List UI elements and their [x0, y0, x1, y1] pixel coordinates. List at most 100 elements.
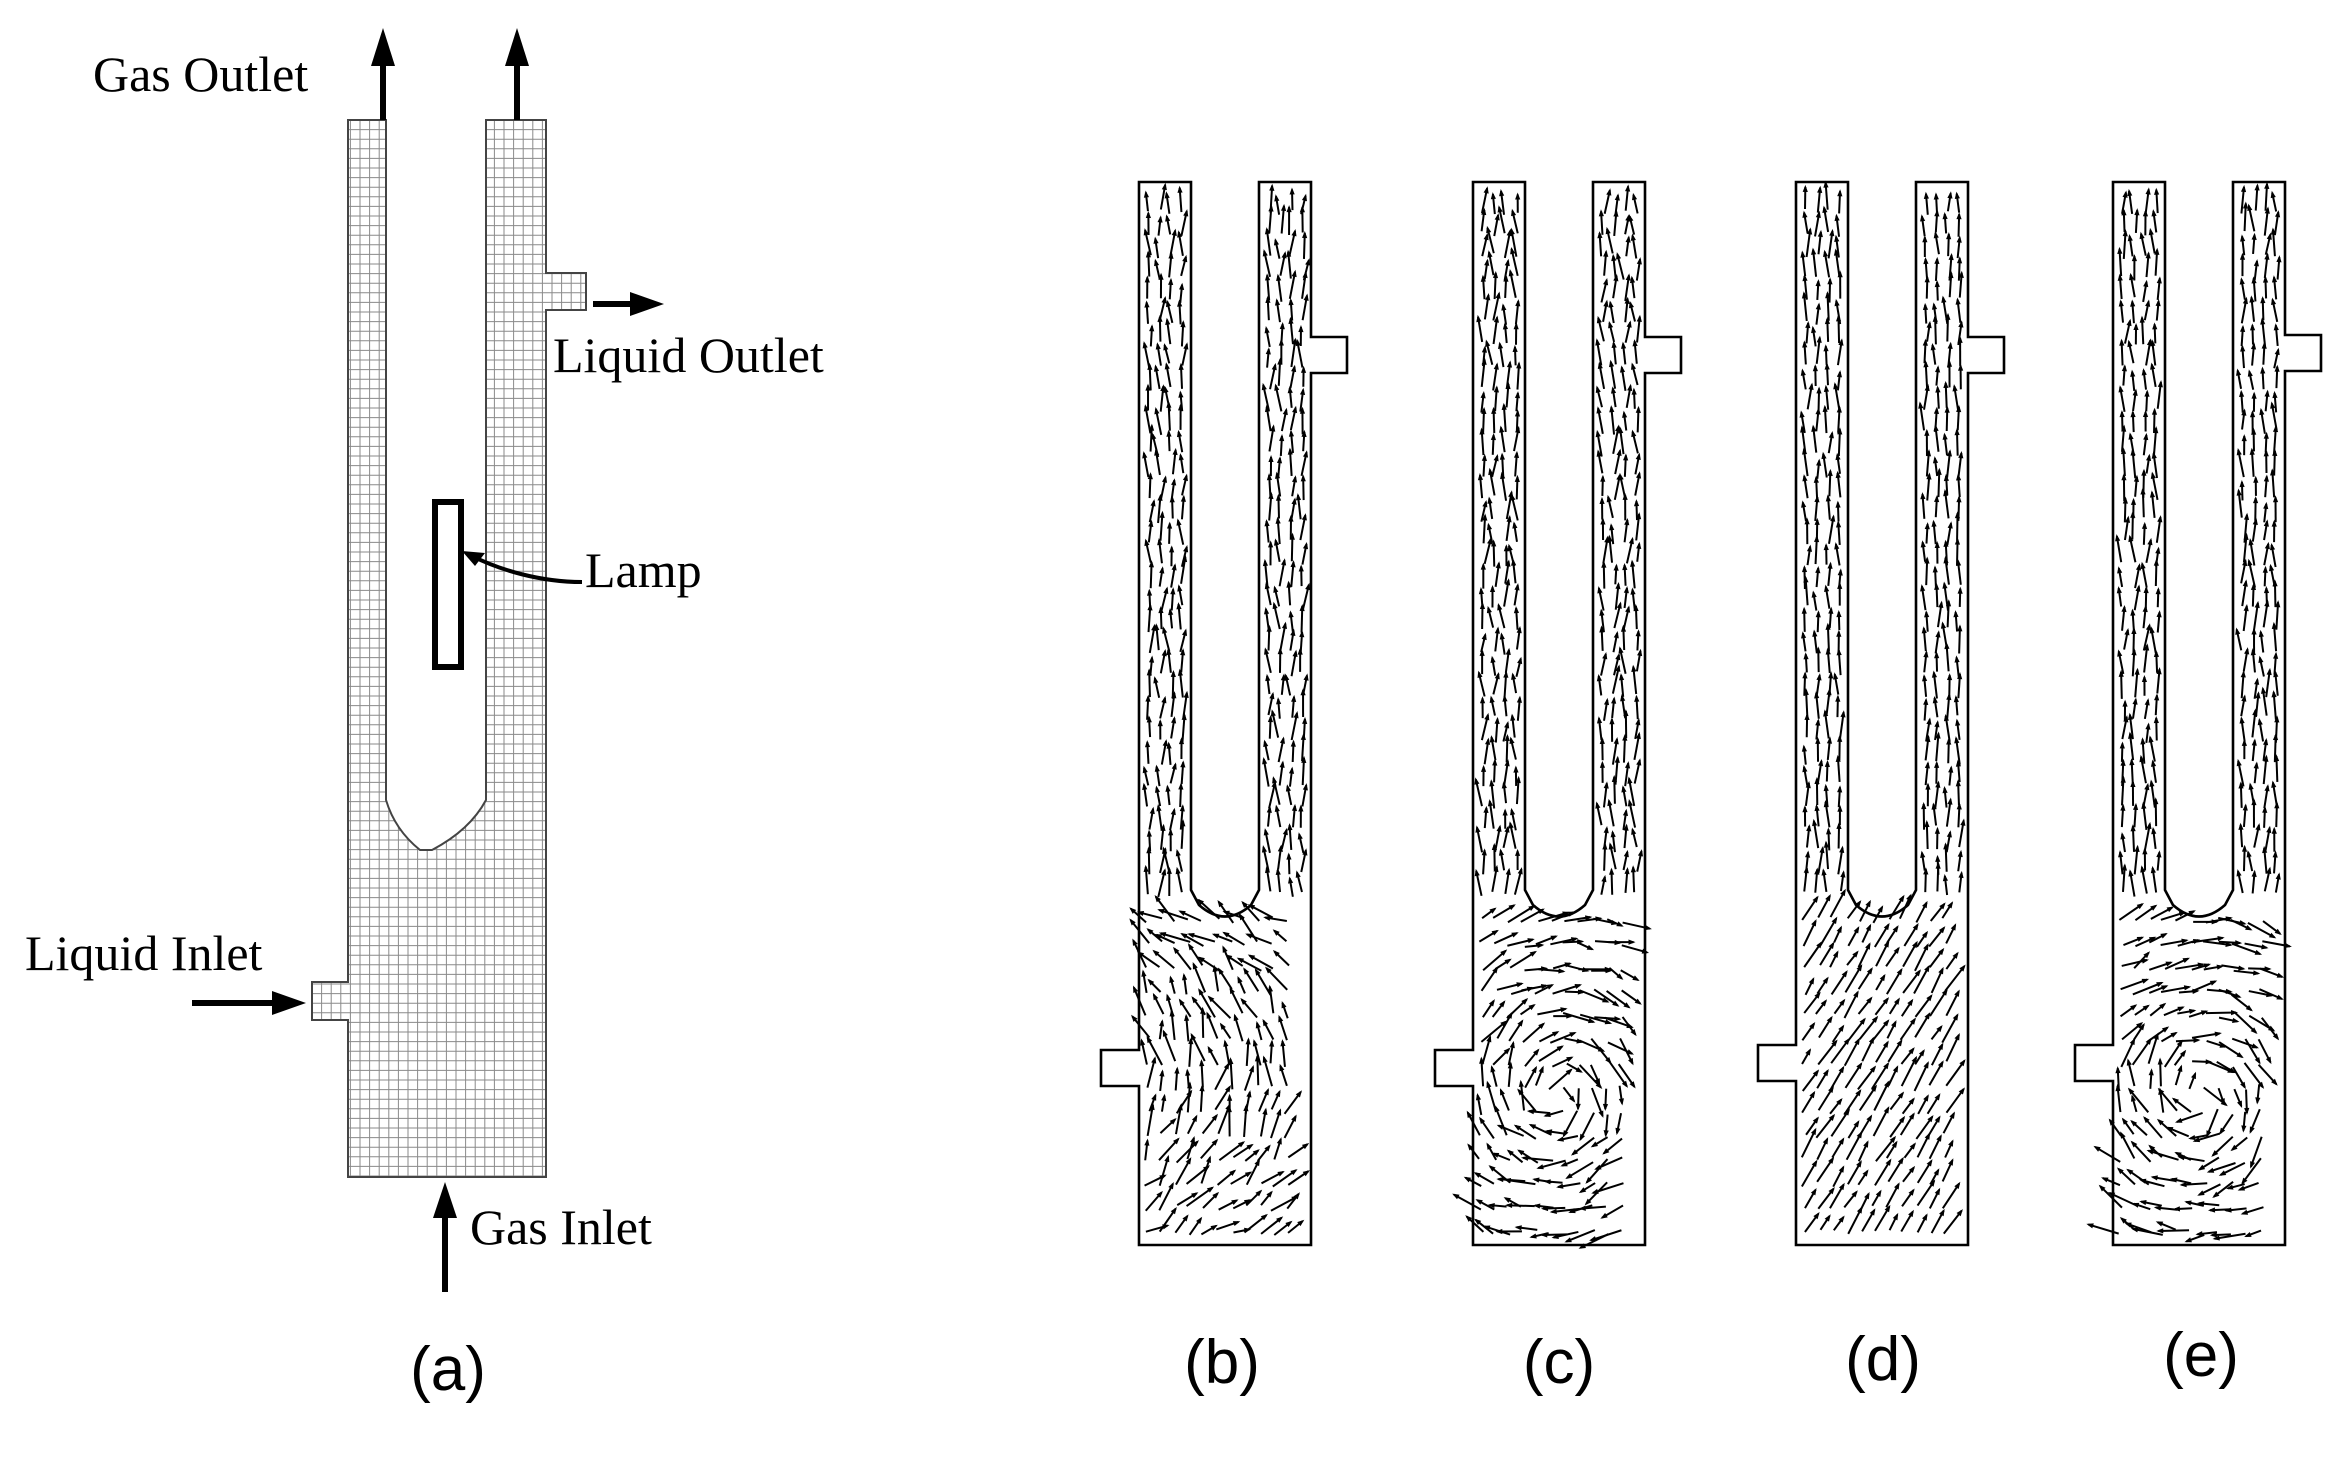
velocity-vector-head [1501, 402, 1507, 411]
velocity-vector-head [2145, 251, 2151, 259]
velocity-vector-head [1636, 541, 1642, 549]
velocity-vector-head [1827, 277, 1833, 285]
velocity-vector-head [1934, 1093, 1941, 1101]
velocity-vector-head [1924, 820, 1930, 828]
velocity-vector-head [1131, 1014, 1138, 1022]
velocity-vector-head [1262, 249, 1268, 257]
velocity-vector-head [2124, 1222, 2132, 1228]
velocity-vector-head [1282, 827, 1288, 836]
velocity-vector [2163, 1040, 2183, 1068]
velocity-vector-head [2236, 869, 2242, 877]
velocity-vector-head [2127, 188, 2133, 197]
velocity-vector-head [1550, 935, 1558, 941]
velocity-vector-head [2272, 390, 2278, 399]
lamp-pointer-arrow [462, 551, 583, 584]
velocity-vector-head [1836, 1097, 1843, 1106]
velocity-vector-head [2266, 825, 2272, 834]
velocity-vector-head [1926, 472, 1932, 480]
panel-label-b: (b) [1184, 1328, 1260, 1397]
velocity-vector-head [1142, 765, 1148, 774]
velocity-vector [1579, 1013, 1611, 1025]
velocity-vector-head [1614, 755, 1620, 763]
velocity-vector-head [1815, 646, 1821, 654]
velocity-vector-head [1474, 1218, 1482, 1225]
velocity-vector-head [1942, 432, 1948, 440]
velocity-vector-head [1212, 964, 1218, 972]
velocity-vector-head [1268, 454, 1274, 462]
velocity-vector-head [1834, 542, 1840, 550]
velocity-vector-head [2243, 603, 2249, 612]
velocity-vector-head [2122, 190, 2128, 198]
velocity-vector-head [2119, 338, 2125, 346]
velocity-vector-head [1154, 258, 1160, 267]
velocity-vector-head [1197, 898, 1205, 906]
velocity-vector-head [1146, 588, 1153, 596]
velocity-vector-head [1833, 382, 1839, 390]
velocity-vector [1845, 1132, 1863, 1161]
velocity-vector-head [1818, 758, 1824, 767]
velocity-vector-head [2191, 1071, 2196, 1080]
velocity-vector-head [1266, 805, 1272, 813]
velocity-vector-head [1273, 538, 1280, 546]
velocity-vector-head [1173, 1137, 1180, 1145]
velocity-vector-head [1301, 193, 1307, 202]
velocity-vector-head [2130, 608, 2136, 616]
velocity-vector-head [1177, 299, 1183, 307]
velocity-vector-head [1947, 901, 1954, 909]
velocity-vector-head [1275, 516, 1281, 524]
panel-b-velocity-field [1099, 180, 1349, 1247]
velocity-vector-head [1222, 910, 1230, 916]
velocity-vector-head [1802, 474, 1808, 482]
velocity-vector-head [1816, 386, 1822, 394]
velocity-vector-head [1634, 998, 1642, 1005]
velocity-vector-head [1610, 386, 1617, 394]
velocity-vector-head [1154, 764, 1160, 772]
velocity-vector-head [2143, 586, 2149, 594]
velocity-vector-head [1606, 188, 1612, 196]
velocity-vector-head [1830, 514, 1836, 522]
velocity-vector-head [1800, 368, 1806, 376]
velocity-vector-head [1484, 258, 1490, 266]
velocity-vector-head [1595, 1082, 1603, 1089]
velocity-vector-head [2148, 227, 2154, 236]
velocity-vector-head [1180, 933, 1188, 939]
velocity-vector-head [2141, 978, 2150, 984]
velocity-vector-head [2153, 558, 2159, 566]
velocity-vector-head [2217, 935, 2225, 942]
velocity-vector [1523, 1156, 1554, 1162]
velocity-vector-head [1183, 209, 1189, 217]
velocity-vector-head [1177, 230, 1183, 238]
velocity-vector-head [1609, 405, 1615, 413]
velocity-vector-head [1801, 631, 1807, 639]
velocity-vector-head [1837, 427, 1843, 435]
velocity-vector-head [1473, 1172, 1482, 1178]
liquid-outlet-label: Liquid Outlet [553, 327, 824, 383]
velocity-vector-head [2145, 187, 2151, 195]
velocity-vector-head [1266, 473, 1273, 481]
velocity-vector-head [2241, 408, 2247, 416]
velocity-vector-head [1946, 449, 1953, 457]
velocity-vector-head [2150, 339, 2156, 347]
velocity-vector-head [1166, 866, 1172, 874]
velocity-vector-head [1300, 732, 1306, 741]
velocity-vector-head [1603, 277, 1609, 286]
velocity-vector-head [1623, 709, 1629, 717]
velocity-vector-head [1486, 522, 1493, 531]
velocity-vector-head [1931, 802, 1937, 810]
velocity-vector-head [2239, 389, 2245, 397]
velocity-vector-head [1567, 911, 1576, 917]
velocity-vector-head [1164, 1154, 1170, 1163]
velocity-vector-head [1935, 780, 1941, 788]
velocity-vector-head [1487, 496, 1493, 504]
velocity-vector-head [2170, 1177, 2178, 1183]
velocity-vector-head [1281, 1000, 1287, 1009]
velocity-vector-head [1892, 925, 1899, 933]
velocity-vector-head [1630, 587, 1636, 595]
velocity-vector-head [1491, 842, 1497, 851]
velocity-vector-head [1838, 1024, 1845, 1032]
velocity-vector-head [2249, 1126, 2255, 1134]
velocity-vector-head [2264, 206, 2270, 214]
velocity-vector-head [2131, 254, 2138, 262]
velocity-vector-head [1481, 207, 1487, 216]
velocity-vector-head [1300, 365, 1307, 373]
